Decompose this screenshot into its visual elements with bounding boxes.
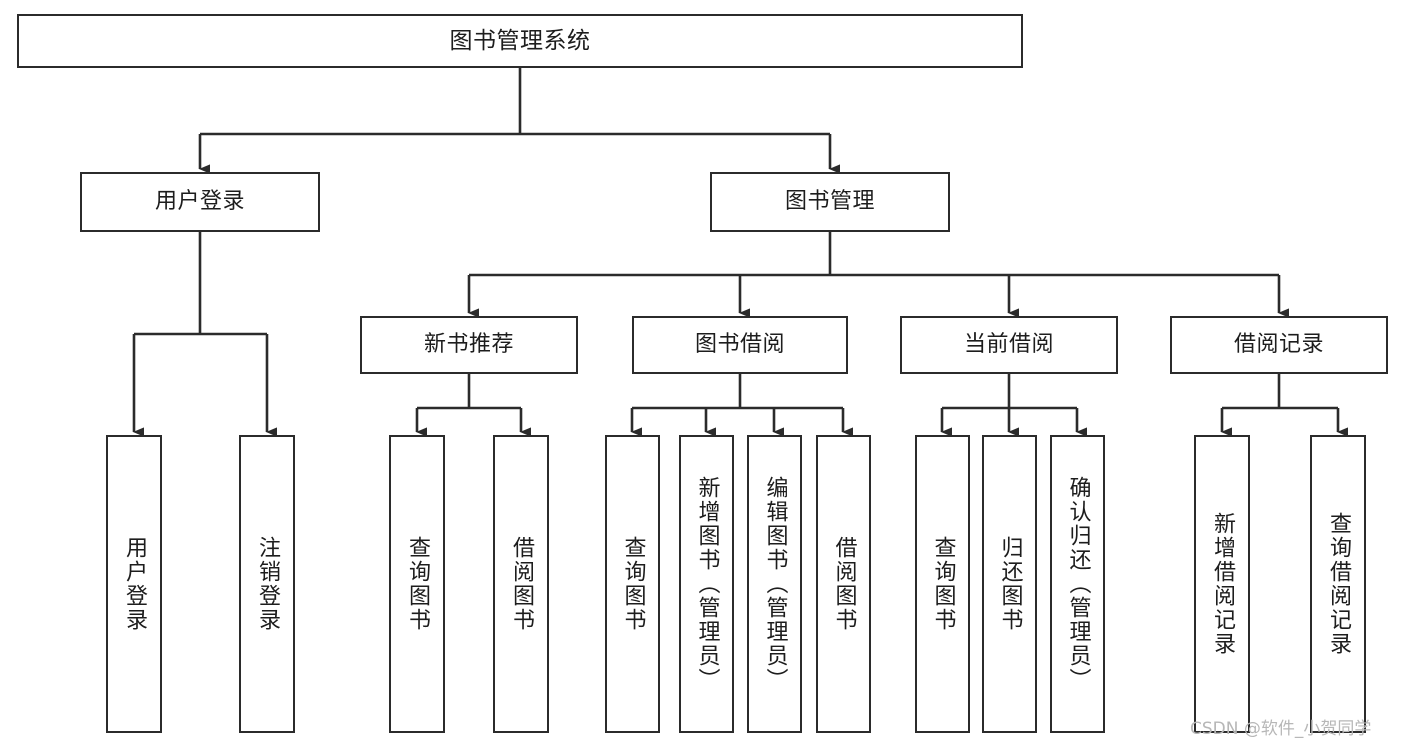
leaf-current-return-book[interactable]: 归还图书 bbox=[982, 435, 1037, 733]
node-label: 借阅图书 bbox=[509, 536, 534, 632]
node-current-borrow[interactable]: 当前借阅 bbox=[900, 316, 1118, 374]
node-label: 用户登录 bbox=[122, 536, 147, 632]
leaf-user-login-logout[interactable]: 注销登录 bbox=[239, 435, 295, 733]
node-label: 查询图书 bbox=[930, 536, 956, 632]
node-label: 新书推荐 bbox=[423, 332, 514, 358]
leaf-borrow-query-book[interactable]: 查询图书 bbox=[605, 435, 660, 733]
leaf-current-confirm-return[interactable]: 确认归还（管理员） bbox=[1050, 435, 1105, 733]
csdn-watermark: CSDN @软件_小贺同学 bbox=[1190, 719, 1372, 739]
node-label: 借阅图书 bbox=[831, 536, 857, 632]
node-book-management[interactable]: 图书管理 bbox=[710, 172, 950, 232]
leaf-record-query[interactable]: 查询借阅记录 bbox=[1310, 435, 1366, 733]
leaf-record-add[interactable]: 新增借阅记录 bbox=[1194, 435, 1250, 733]
node-label: 新增图书（管理员） bbox=[694, 476, 720, 692]
node-label: 确认归还（管理员） bbox=[1065, 476, 1091, 692]
node-label: 查询图书 bbox=[405, 536, 430, 632]
node-label: 查询图书 bbox=[620, 536, 646, 632]
leaf-borrow-borrow-book[interactable]: 借阅图书 bbox=[816, 435, 871, 733]
leaf-borrow-add-book[interactable]: 新增图书（管理员） bbox=[679, 435, 734, 733]
node-user-login[interactable]: 用户登录 bbox=[80, 172, 320, 232]
node-book-borrow[interactable]: 图书借阅 bbox=[632, 316, 848, 374]
leaf-current-query-book[interactable]: 查询图书 bbox=[915, 435, 970, 733]
leaf-new-book-borrow[interactable]: 借阅图书 bbox=[493, 435, 549, 733]
node-label: 图书管理 bbox=[784, 189, 875, 215]
node-new-book-recommend[interactable]: 新书推荐 bbox=[360, 316, 578, 374]
node-label: 编辑图书（管理员） bbox=[762, 476, 788, 692]
node-label: 新增借阅记录 bbox=[1210, 512, 1235, 656]
leaf-user-login-login[interactable]: 用户登录 bbox=[106, 435, 162, 733]
node-label: 当前借阅 bbox=[963, 332, 1054, 358]
node-label: 图书借阅 bbox=[694, 332, 785, 358]
leaf-borrow-edit-book[interactable]: 编辑图书（管理员） bbox=[747, 435, 802, 733]
node-label: 图书管理系统 bbox=[449, 27, 591, 54]
node-label: 用户登录 bbox=[154, 189, 245, 215]
node-root-system[interactable]: 图书管理系统 bbox=[17, 14, 1023, 68]
node-label: 注销登录 bbox=[255, 536, 280, 632]
node-label: 查询借阅记录 bbox=[1326, 512, 1351, 656]
node-label: 归还图书 bbox=[997, 536, 1023, 632]
node-borrow-record[interactable]: 借阅记录 bbox=[1170, 316, 1388, 374]
leaf-new-book-query[interactable]: 查询图书 bbox=[389, 435, 445, 733]
node-label: 借阅记录 bbox=[1233, 332, 1324, 358]
